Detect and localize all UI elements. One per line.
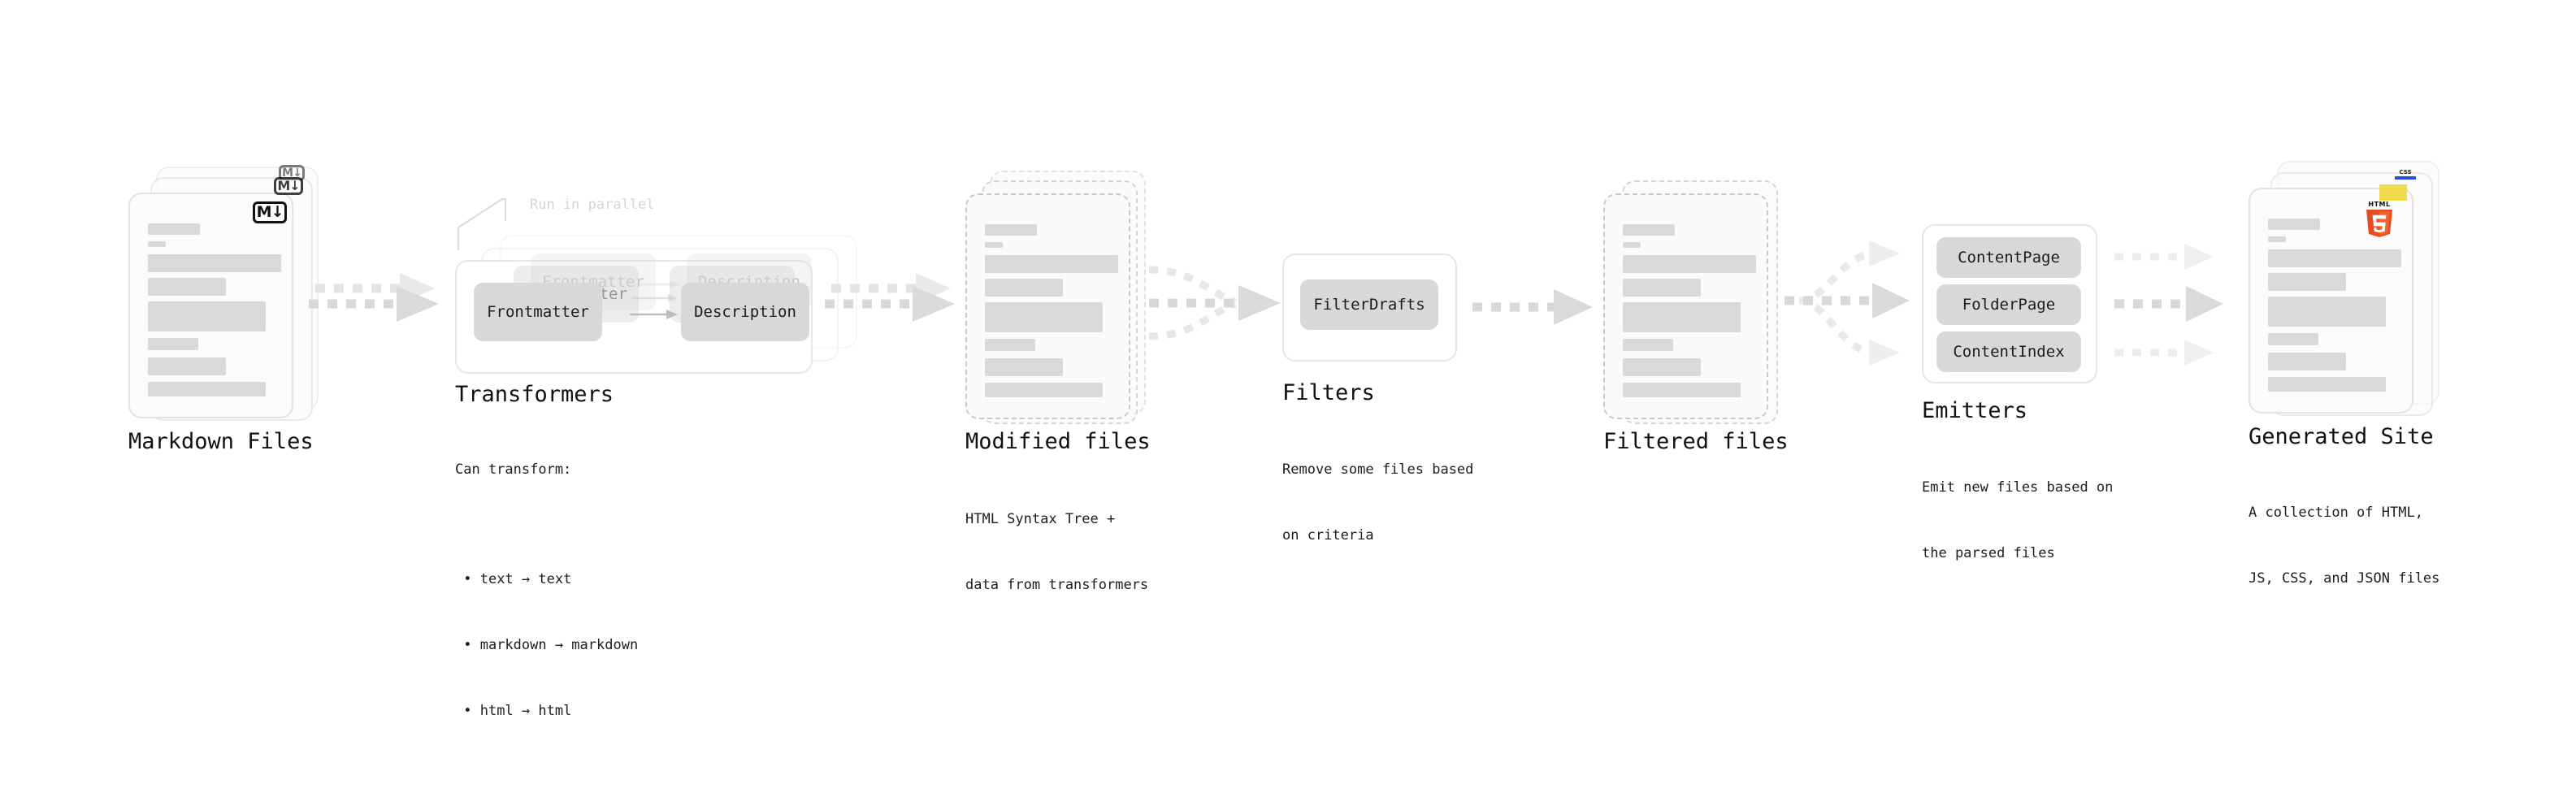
transformers-title: Transformers bbox=[455, 382, 614, 407]
placeholder-bar bbox=[985, 339, 1035, 351]
emitters-subtitle-line: Emit new files based on bbox=[1922, 479, 2114, 496]
placeholder-bar bbox=[985, 383, 1103, 397]
filtered-file-content bbox=[1605, 195, 1767, 418]
modified-files-subtitle-line: HTML Syntax Tree + bbox=[965, 511, 1116, 527]
placeholder-bar bbox=[2268, 297, 2386, 327]
emitters-title: Emitters bbox=[1922, 398, 2028, 423]
markdown-badge-label: M↓ bbox=[256, 203, 284, 221]
placeholder-bar bbox=[2268, 236, 2286, 242]
modified-file-content bbox=[967, 195, 1129, 418]
placeholder-bar bbox=[2268, 273, 2346, 291]
markdown-files-title: Markdown Files bbox=[128, 429, 314, 454]
filters-subtitle: Remove some files based on criteria bbox=[1282, 415, 1473, 591]
css-badge-bar bbox=[2395, 176, 2416, 180]
modified-files-subtitle-line: data from transformers bbox=[965, 577, 1149, 593]
placeholder-bar bbox=[1623, 279, 1701, 297]
markdown-file-content bbox=[130, 194, 292, 417]
css-badge-label: CSS bbox=[2399, 169, 2412, 175]
chip-folderpage[interactable]: FolderPage bbox=[1936, 284, 2081, 325]
transformers-bullet: • html → html bbox=[455, 703, 572, 719]
run-in-parallel-bracket bbox=[457, 197, 507, 250]
css-badge: CSS bbox=[2395, 169, 2416, 180]
svg-text:HTML: HTML bbox=[2368, 201, 2390, 208]
placeholder-bar bbox=[148, 223, 200, 235]
transformers-subtitle-line: Can transform: bbox=[455, 461, 572, 478]
placeholder-bar bbox=[2268, 377, 2386, 392]
generated-site-subtitle-line: A collection of HTML, bbox=[2249, 505, 2423, 521]
transformer-inner-arrows bbox=[629, 280, 679, 319]
transformers-bullet: • text → text bbox=[455, 571, 572, 587]
chip-frontmatter[interactable]: Frontmatter bbox=[474, 283, 602, 341]
placeholder-bar bbox=[1623, 358, 1701, 376]
filtered-file-card-front bbox=[1603, 193, 1768, 419]
placeholder-bar bbox=[985, 302, 1103, 332]
placeholder-bar bbox=[985, 255, 1118, 273]
placeholder-bar bbox=[1623, 339, 1673, 351]
markdown-badge-back1: M↓ bbox=[274, 177, 303, 195]
placeholder-bar bbox=[148, 254, 281, 272]
arrow-filters-to-filtered bbox=[1472, 289, 1593, 325]
placeholder-bar bbox=[985, 279, 1063, 297]
placeholder-bar bbox=[148, 338, 198, 350]
run-in-parallel-label: Run in parallel bbox=[530, 197, 655, 213]
chip-contentpage[interactable]: ContentPage bbox=[1936, 237, 2081, 278]
emitters-subtitle-line: the parsed files bbox=[1922, 545, 2055, 561]
arrow-transformers-to-modified bbox=[825, 273, 955, 322]
placeholder-bar bbox=[1623, 242, 1641, 248]
placeholder-bar bbox=[2268, 333, 2318, 345]
placeholder-bar bbox=[2268, 219, 2320, 230]
filters-title: Filters bbox=[1282, 380, 1375, 405]
placeholder-bar bbox=[985, 242, 1003, 248]
placeholder-bar bbox=[985, 358, 1063, 376]
arrow-emitters-to-site bbox=[2114, 244, 2223, 366]
placeholder-bar bbox=[1623, 383, 1741, 397]
generated-site-subtitle-line: JS, CSS, and JSON files bbox=[2249, 570, 2440, 587]
site-file-content bbox=[2250, 189, 2412, 412]
placeholder-bar bbox=[2268, 353, 2346, 370]
markdown-badge-front: M↓ bbox=[253, 201, 287, 223]
markdown-badge-label: M↓ bbox=[277, 178, 300, 193]
placeholder-bar bbox=[2268, 249, 2401, 267]
placeholder-bar bbox=[148, 382, 266, 396]
arrow-filtered-to-emitters bbox=[1785, 240, 1910, 366]
filters-subtitle-line: on criteria bbox=[1282, 527, 1374, 544]
arrow-modified-to-filters bbox=[1148, 266, 1281, 340]
transformers-bullets: • text → text • markdown → markdown • ht… bbox=[455, 525, 638, 766]
placeholder-bar bbox=[985, 224, 1037, 236]
placeholder-bar bbox=[1623, 302, 1741, 332]
html5-badge: HTML bbox=[2363, 199, 2396, 237]
generated-site-subtitle: A collection of HTML, JS, CSS, and JSON … bbox=[2249, 458, 2439, 634]
placeholder-bar bbox=[148, 241, 166, 247]
chip-filterdrafts[interactable]: FilterDrafts bbox=[1300, 279, 1438, 330]
markdown-file-card-front bbox=[128, 193, 293, 418]
chip-contentindex[interactable]: ContentIndex bbox=[1936, 331, 2081, 372]
chip-description[interactable]: Description bbox=[681, 283, 809, 341]
js-badge bbox=[2379, 184, 2407, 201]
modified-files-title: Modified files bbox=[965, 429, 1151, 454]
placeholder-bar bbox=[148, 301, 266, 331]
placeholder-bar bbox=[148, 278, 226, 296]
markdown-badge-label: M↓ bbox=[282, 167, 302, 180]
transformers-bullet: • markdown → markdown bbox=[455, 637, 639, 653]
transformers-subtitle: Can transform: • text → text • markdown … bbox=[455, 415, 638, 810]
emitters-subtitle: Emit new files based on the parsed files bbox=[1922, 433, 2113, 609]
filtered-files-title: Filtered files bbox=[1603, 429, 1789, 454]
arrow-markdown-to-transformers bbox=[309, 273, 439, 322]
modified-files-subtitle: HTML Syntax Tree + data from transformer… bbox=[965, 465, 1148, 640]
diagram-canvas: M↓ M↓ M↓ Markdown Files Run in parallel bbox=[128, 161, 2440, 719]
placeholder-bar bbox=[1623, 255, 1756, 273]
generated-site-title: Generated Site bbox=[2249, 424, 2434, 449]
modified-file-card-front bbox=[965, 193, 1130, 419]
placeholder-bar bbox=[1623, 224, 1675, 236]
placeholder-bar bbox=[148, 357, 226, 375]
filters-subtitle-line: Remove some files based bbox=[1282, 461, 1474, 478]
